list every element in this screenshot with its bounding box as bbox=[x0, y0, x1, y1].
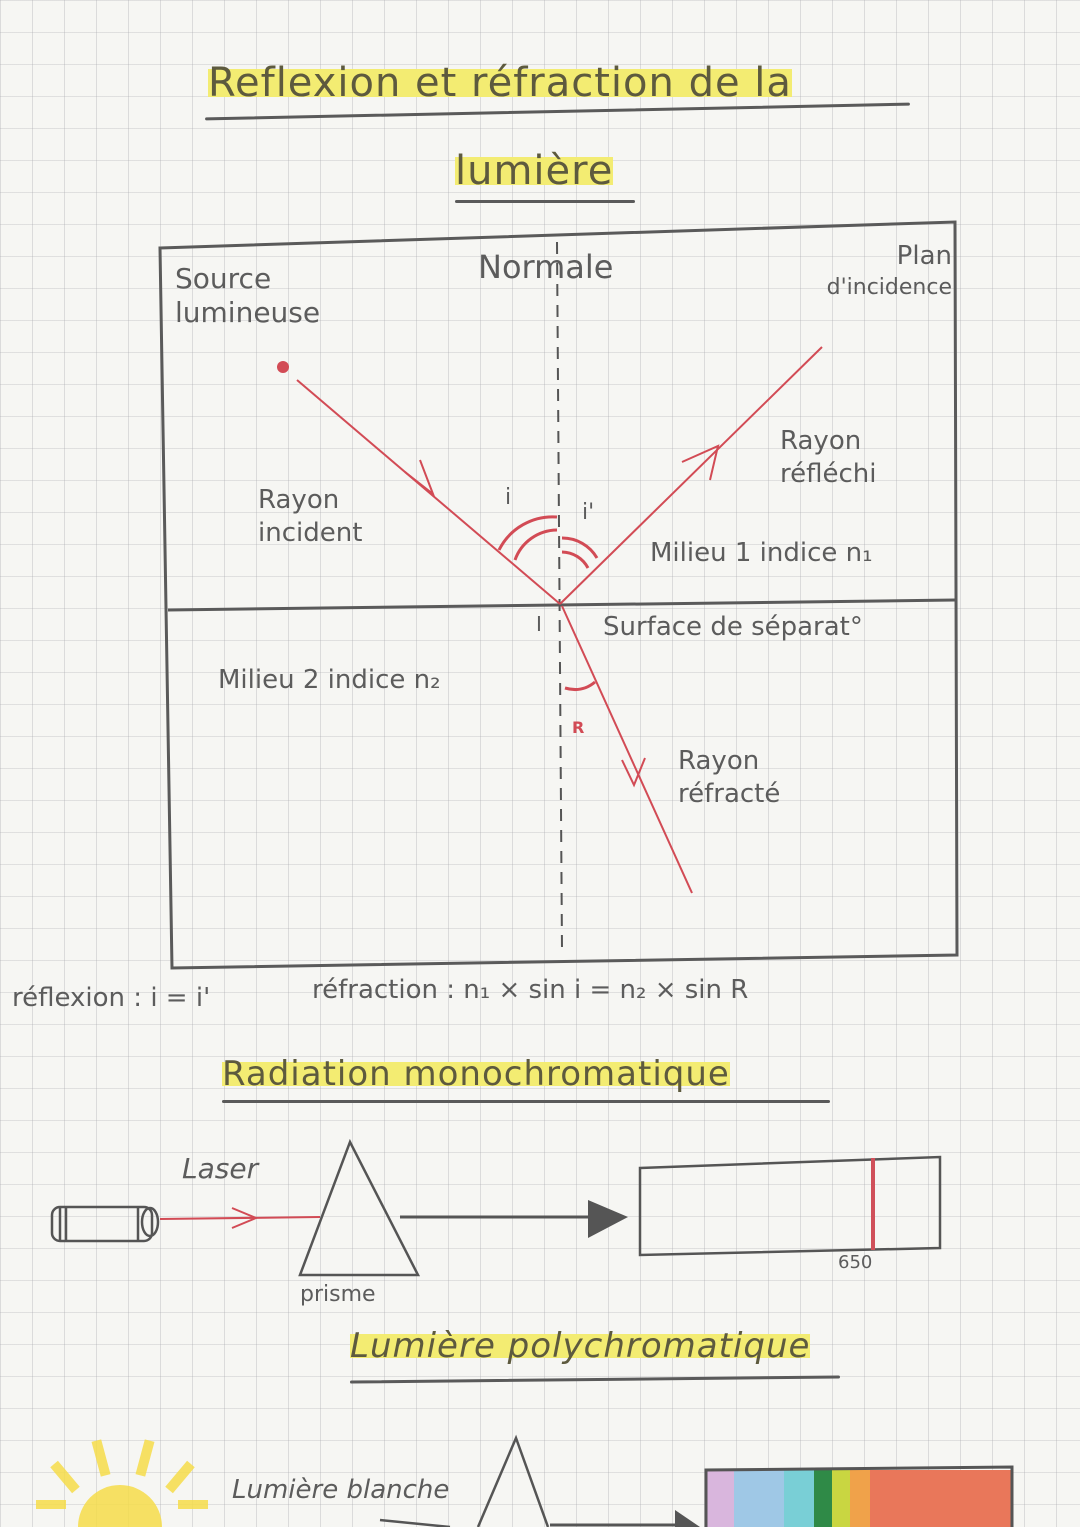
incident-arrow bbox=[404, 459, 436, 498]
plane-label-1: Plan bbox=[896, 241, 952, 271]
sun-icon bbox=[36, 1439, 208, 1527]
reflected-ray-label-1: Rayon bbox=[780, 426, 862, 456]
laser-beam bbox=[159, 1216, 321, 1220]
monochromatic-title: Radiation monochromatique bbox=[222, 1054, 730, 1094]
reflection-box bbox=[158, 220, 959, 970]
medium1-label: Milieu 1 indice n₁ bbox=[650, 538, 873, 568]
main-title-line2: lumière bbox=[455, 148, 614, 194]
plane-label-2: d'incidence bbox=[826, 274, 952, 300]
angle-i-arc bbox=[497, 515, 558, 551]
point-I-label: I bbox=[536, 612, 542, 636]
monochromatic-title-text: Radiation monochromatique bbox=[222, 1054, 730, 1094]
plane-label: Plan d'incidence bbox=[800, 240, 952, 302]
refracted-ray-label: Rayon réfracté bbox=[678, 745, 780, 810]
white-light-label: Lumière blanche bbox=[232, 1475, 450, 1505]
medium2-label: Milieu 2 indice n₂ bbox=[218, 665, 441, 695]
angle-R-arc bbox=[564, 680, 596, 691]
main-title-line1: Reflexion et réfraction de la bbox=[208, 60, 792, 106]
incident-ray bbox=[296, 379, 561, 605]
angle-i-prime-arc bbox=[561, 536, 599, 559]
refracted-ray-label-1: Rayon bbox=[678, 746, 760, 776]
main-title-text-2: lumière bbox=[455, 148, 614, 194]
refracted-ray-label-2: réfracté bbox=[678, 778, 781, 809]
refracted-arrow bbox=[621, 757, 646, 788]
source-label-2: lumineuse bbox=[175, 295, 321, 329]
angle-i-label: i bbox=[505, 485, 512, 510]
surface-label: Surface de séparat° bbox=[603, 612, 863, 642]
angle-R-label: R bbox=[572, 718, 585, 737]
normal-label: Normale bbox=[478, 248, 614, 286]
light-source-dot bbox=[277, 361, 289, 373]
laser-label: Laser bbox=[182, 1152, 259, 1185]
incident-ray-label-2: incident bbox=[258, 517, 363, 548]
normal-line bbox=[556, 241, 563, 951]
prism-mono bbox=[298, 1138, 421, 1277]
mono-screen bbox=[638, 1155, 942, 1257]
reflection-law: réflexion : i = i' bbox=[12, 983, 211, 1013]
source-label: Source lumineuse bbox=[175, 262, 320, 329]
title-underline-2 bbox=[455, 200, 635, 203]
source-label-1: Source bbox=[175, 262, 272, 295]
prism-label: prisme bbox=[300, 1282, 376, 1307]
laser-device bbox=[50, 1205, 160, 1243]
angle-i-prime-label: i' bbox=[582, 500, 595, 525]
reflected-arrow bbox=[681, 444, 720, 481]
wavelength-label: 650 bbox=[838, 1252, 873, 1273]
prism-poly bbox=[476, 1434, 550, 1527]
incident-ray-label-1: Rayon bbox=[258, 485, 340, 515]
spectrum-screen bbox=[704, 1465, 1014, 1527]
monochromatic-underline bbox=[222, 1100, 830, 1103]
mono-arrowhead bbox=[588, 1200, 628, 1238]
reflected-ray-label: Rayon réfléchi bbox=[780, 425, 876, 490]
reflected-ray-label-2: réfléchi bbox=[780, 458, 877, 489]
reflected-ray bbox=[559, 346, 823, 605]
refraction-law: réfraction : n₁ × sin i = n₂ × sin R bbox=[312, 975, 749, 1005]
refracted-ray bbox=[561, 605, 693, 894]
main-title-text-1: Reflexion et réfraction de la bbox=[208, 60, 792, 106]
polychromatic-title: Lumière polychromatique bbox=[350, 1326, 811, 1366]
polychromatic-title-text: Lumière polychromatique bbox=[350, 1326, 811, 1366]
incident-ray-label: Rayon incident bbox=[258, 484, 362, 549]
